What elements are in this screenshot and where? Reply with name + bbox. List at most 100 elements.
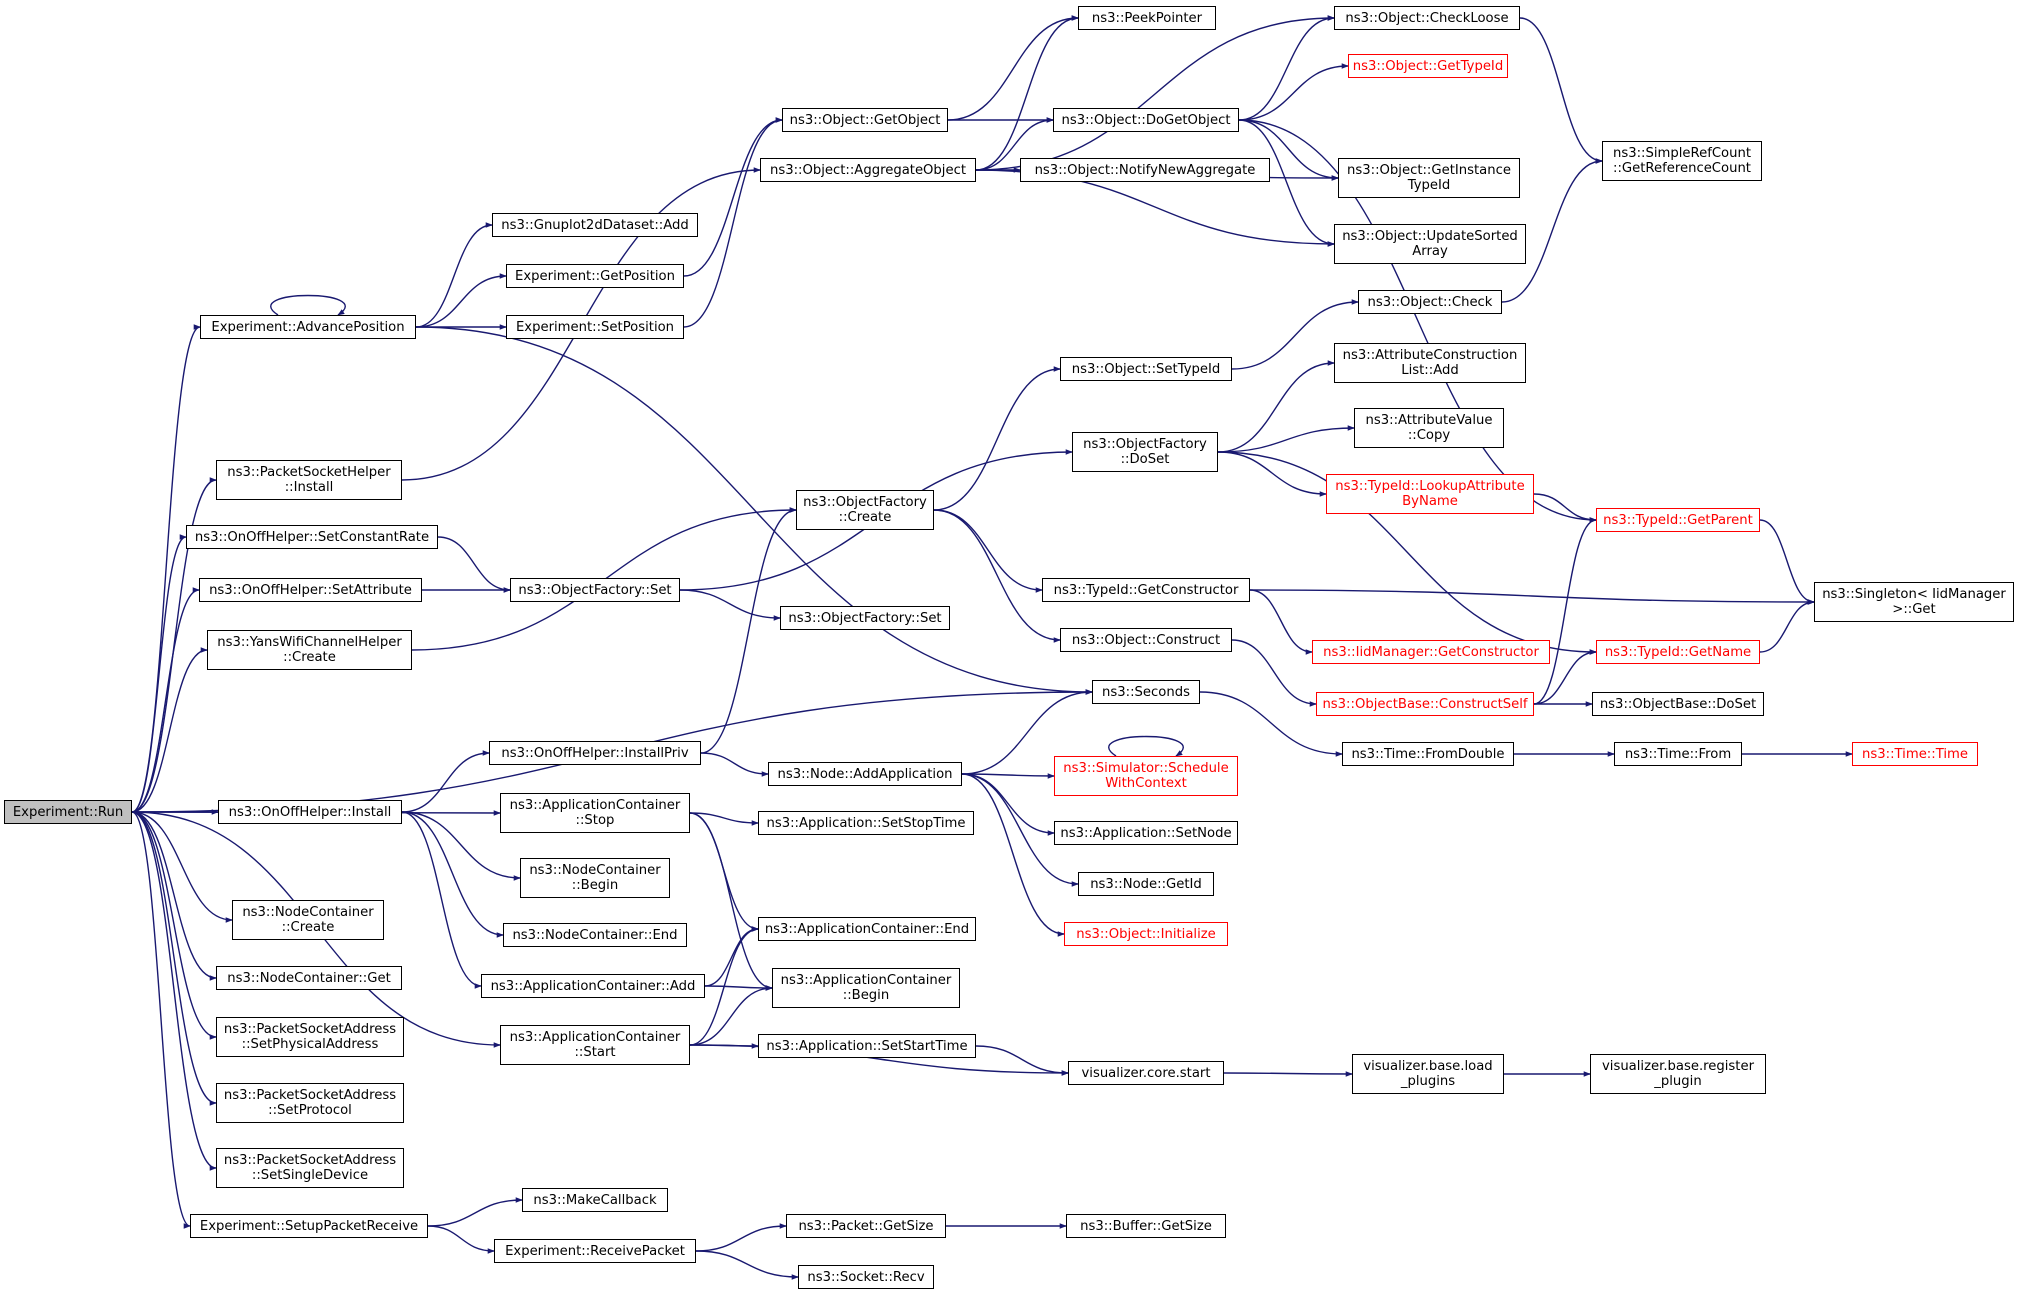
edge-onoff_install-to-nc_end <box>401 811 504 938</box>
edge-ac_start-to-vis_start <box>689 1044 1069 1076</box>
node-typeid-get-name[interactable]: ns3::TypeId::GetName <box>1596 640 1760 664</box>
node-experiment-receive-packet[interactable]: Experiment::ReceivePacket <box>494 1239 696 1263</box>
node-objectfactory-do-set[interactable]: ns3::ObjectFactory ::DoSet <box>1072 432 1218 472</box>
edge-get_ctor-to-iid_getctor <box>1249 589 1313 655</box>
node-application-set-start-time[interactable]: ns3::Application::SetStartTime <box>758 1034 976 1058</box>
node-time-time[interactable]: ns3::Time::Time <box>1852 742 1978 766</box>
node-object-get-object[interactable]: ns3::Object::GetObject <box>782 108 948 132</box>
node-object-get-type-id[interactable]: ns3::Object::GetTypeId <box>1348 54 1508 78</box>
node-experiment-get-position[interactable]: Experiment::GetPosition <box>506 264 684 288</box>
node-appcontainer-start[interactable]: ns3::ApplicationContainer ::Start <box>500 1025 690 1065</box>
node-node-add-application[interactable]: ns3::Node::AddApplication <box>768 762 962 786</box>
edge-setpos-to-get_object <box>683 117 783 328</box>
edge-node_addapp-to-sim_schedule <box>961 773 1055 779</box>
node-nodecontainer-create[interactable]: ns3::NodeContainer ::Create <box>232 900 384 940</box>
edge-install_priv-to-of_create <box>700 507 797 754</box>
node-experiment-run[interactable]: Experiment::Run <box>4 800 132 824</box>
edge-advance-to-advance <box>270 294 346 316</box>
node-object-initialize[interactable]: ns3::Object::Initialize <box>1064 922 1228 946</box>
edge-do_get_object-to-check_loose <box>1238 15 1335 121</box>
edge-do_get_object-to-update_sorted <box>1238 119 1335 247</box>
node-experiment-set-position[interactable]: Experiment::SetPosition <box>506 315 684 339</box>
node-socket-recv[interactable]: ns3::Socket::Recv <box>798 1265 934 1289</box>
edge-of_create-to-get_ctor <box>933 509 1043 593</box>
edge-ac_start-to-ac_end <box>689 926 759 1046</box>
node-appcontainer-end[interactable]: ns3::ApplicationContainer::End <box>758 917 976 941</box>
node-appcontainer-add[interactable]: ns3::ApplicationContainer::Add <box>481 974 705 998</box>
node-simple-ref-count-get-reference-count[interactable]: ns3::SimpleRefCount ::GetReferenceCount <box>1602 141 1762 181</box>
edge-advance-to-gnuplot <box>415 222 493 328</box>
node-nodecontainer-end[interactable]: ns3::NodeContainer::End <box>503 923 687 947</box>
edge-obj_check-to-src_getrefcount <box>1501 158 1603 303</box>
edge-get_ctor-to-singleton_get <box>1249 589 1815 605</box>
node-packet-get-size[interactable]: ns3::Packet::GetSize <box>786 1214 946 1238</box>
edge-install_priv-to-node_addapp <box>700 752 769 777</box>
node-singleton-iidmanager-get[interactable]: ns3::Singleton< IidManager >::Get <box>1814 582 2014 622</box>
node-appcontainer-stop[interactable]: ns3::ApplicationContainer ::Stop <box>500 793 690 833</box>
node-application-set-node[interactable]: ns3::Application::SetNode <box>1054 821 1238 845</box>
node-psa-set-physical-address[interactable]: ns3::PacketSocketAddress ::SetPhysicalAd… <box>216 1017 404 1057</box>
edge-run-to-setup_recv <box>131 811 191 1229</box>
node-visualizer-base-register-plugin[interactable]: visualizer.base.register _plugin <box>1590 1054 1766 1094</box>
node-onoff-install[interactable]: ns3::OnOffHelper::Install <box>218 800 402 824</box>
node-objectfactory-set-2[interactable]: ns3::ObjectFactory::Set <box>780 606 950 630</box>
edge-of_doset-to-acl_add <box>1217 360 1335 453</box>
node-nodecontainer-get[interactable]: ns3::NodeContainer::Get <box>216 966 402 990</box>
node-peek-pointer[interactable]: ns3::PeekPointer <box>1078 6 1216 30</box>
edge-run-to-nc_create <box>131 811 233 923</box>
node-typeid-get-constructor[interactable]: ns3::TypeId::GetConstructor <box>1042 578 1250 602</box>
node-setup-packet-receive[interactable]: Experiment::SetupPacketReceive <box>190 1214 428 1238</box>
node-psa-set-single-device[interactable]: ns3::PacketSocketAddress ::SetSingleDevi… <box>216 1148 404 1188</box>
node-objectbase-construct-self[interactable]: ns3::ObjectBase::ConstructSelf <box>1316 692 1534 716</box>
edge-advance-to-seconds <box>415 326 1093 695</box>
node-application-set-stop-time[interactable]: ns3::Application::SetStopTime <box>758 811 974 835</box>
node-objectbase-do-set[interactable]: ns3::ObjectBase::DoSet <box>1592 692 1764 716</box>
node-object-aggregate-object[interactable]: ns3::Object::AggregateObject <box>760 158 976 182</box>
edge-ac_start-to-ac_begin <box>689 985 773 1046</box>
node-visualizer-core-start[interactable]: visualizer.core.start <box>1068 1061 1224 1085</box>
node-object-update-sorted-array[interactable]: ns3::Object::UpdateSorted Array <box>1334 224 1526 264</box>
node-visualizer-base-load-plugins[interactable]: visualizer.base.load _plugins <box>1352 1054 1504 1094</box>
node-time-from[interactable]: ns3::Time::From <box>1614 742 1742 766</box>
node-simulator-schedule-with-context[interactable]: ns3::Simulator::Schedule WithContext <box>1054 756 1238 796</box>
node-attribute-value-copy[interactable]: ns3::AttributeValue ::Copy <box>1354 408 1504 448</box>
node-objectfactory-create[interactable]: ns3::ObjectFactory ::Create <box>796 490 934 530</box>
node-nodecontainer-begin[interactable]: ns3::NodeContainer ::Begin <box>520 858 670 898</box>
node-object-check-loose[interactable]: ns3::Object::CheckLoose <box>1334 6 1520 30</box>
edge-recv_packet-to-socket_recv <box>695 1250 799 1280</box>
node-make-callback[interactable]: ns3::MakeCallback <box>522 1188 668 1212</box>
node-onoff-set-attribute[interactable]: ns3::OnOffHelper::SetAttribute <box>199 578 422 602</box>
node-attribute-construction-list-add[interactable]: ns3::AttributeConstruction List::Add <box>1334 343 1526 383</box>
node-gnuplot-add[interactable]: ns3::Gnuplot2dDataset::Add <box>492 213 698 237</box>
node-object-set-type-id[interactable]: ns3::Object::SetTypeId <box>1060 357 1232 381</box>
node-iidmanager-get-constructor[interactable]: ns3::IidManager::GetConstructor <box>1312 640 1550 664</box>
node-object-construct[interactable]: ns3::Object::Construct <box>1060 628 1232 652</box>
edge-of_set-to-of_set2 <box>679 589 781 621</box>
node-psa-set-protocol[interactable]: ns3::PacketSocketAddress ::SetProtocol <box>216 1083 404 1123</box>
edge-node_addapp-to-seconds <box>961 689 1093 775</box>
node-object-do-get-object[interactable]: ns3::Object::DoGetObject <box>1053 108 1239 132</box>
node-onoff-install-priv[interactable]: ns3::OnOffHelper::InstallPriv <box>489 741 701 765</box>
node-onoff-set-constant-rate[interactable]: ns3::OnOffHelper::SetConstantRate <box>186 525 438 549</box>
node-object-check[interactable]: ns3::Object::Check <box>1358 290 1502 314</box>
node-object-get-instance-type-id[interactable]: ns3::Object::GetInstance TypeId <box>1338 158 1520 198</box>
edge-node_addapp-to-app_setnode <box>961 773 1055 836</box>
node-packet-socket-helper-install[interactable]: ns3::PacketSocketHelper ::Install <box>216 460 402 500</box>
edge-advance-to-getpos <box>415 273 507 328</box>
edge-get_object-to-peek <box>947 15 1079 121</box>
node-typeid-lookup-attribute-by-name[interactable]: ns3::TypeId::LookupAttribute ByName <box>1326 474 1534 514</box>
edge-ac_add-to-ac_end <box>704 926 759 987</box>
node-appcontainer-begin[interactable]: ns3::ApplicationContainer ::Begin <box>772 968 960 1008</box>
node-buffer-get-size[interactable]: ns3::Buffer::GetSize <box>1066 1214 1226 1238</box>
node-yans-wifi-channel-create[interactable]: ns3::YansWifiChannelHelper ::Create <box>207 630 412 670</box>
node-time-from-double[interactable]: ns3::Time::FromDouble <box>1342 742 1514 766</box>
node-objectfactory-set[interactable]: ns3::ObjectFactory::Set <box>510 578 680 602</box>
node-typeid-get-parent[interactable]: ns3::TypeId::GetParent <box>1596 508 1760 532</box>
node-seconds[interactable]: ns3::Seconds <box>1092 680 1200 704</box>
node-advance-position[interactable]: Experiment::AdvancePosition <box>200 315 416 339</box>
node-node-get-id[interactable]: ns3::Node::GetId <box>1078 872 1214 896</box>
edge-of_create-to-obj_construct <box>933 509 1061 643</box>
edge-onoff_install-to-ac_add <box>401 811 482 989</box>
node-object-notify-new-aggregate[interactable]: ns3::Object::NotifyNewAggregate <box>1020 158 1270 182</box>
edge-run-to-yans <box>131 647 208 813</box>
